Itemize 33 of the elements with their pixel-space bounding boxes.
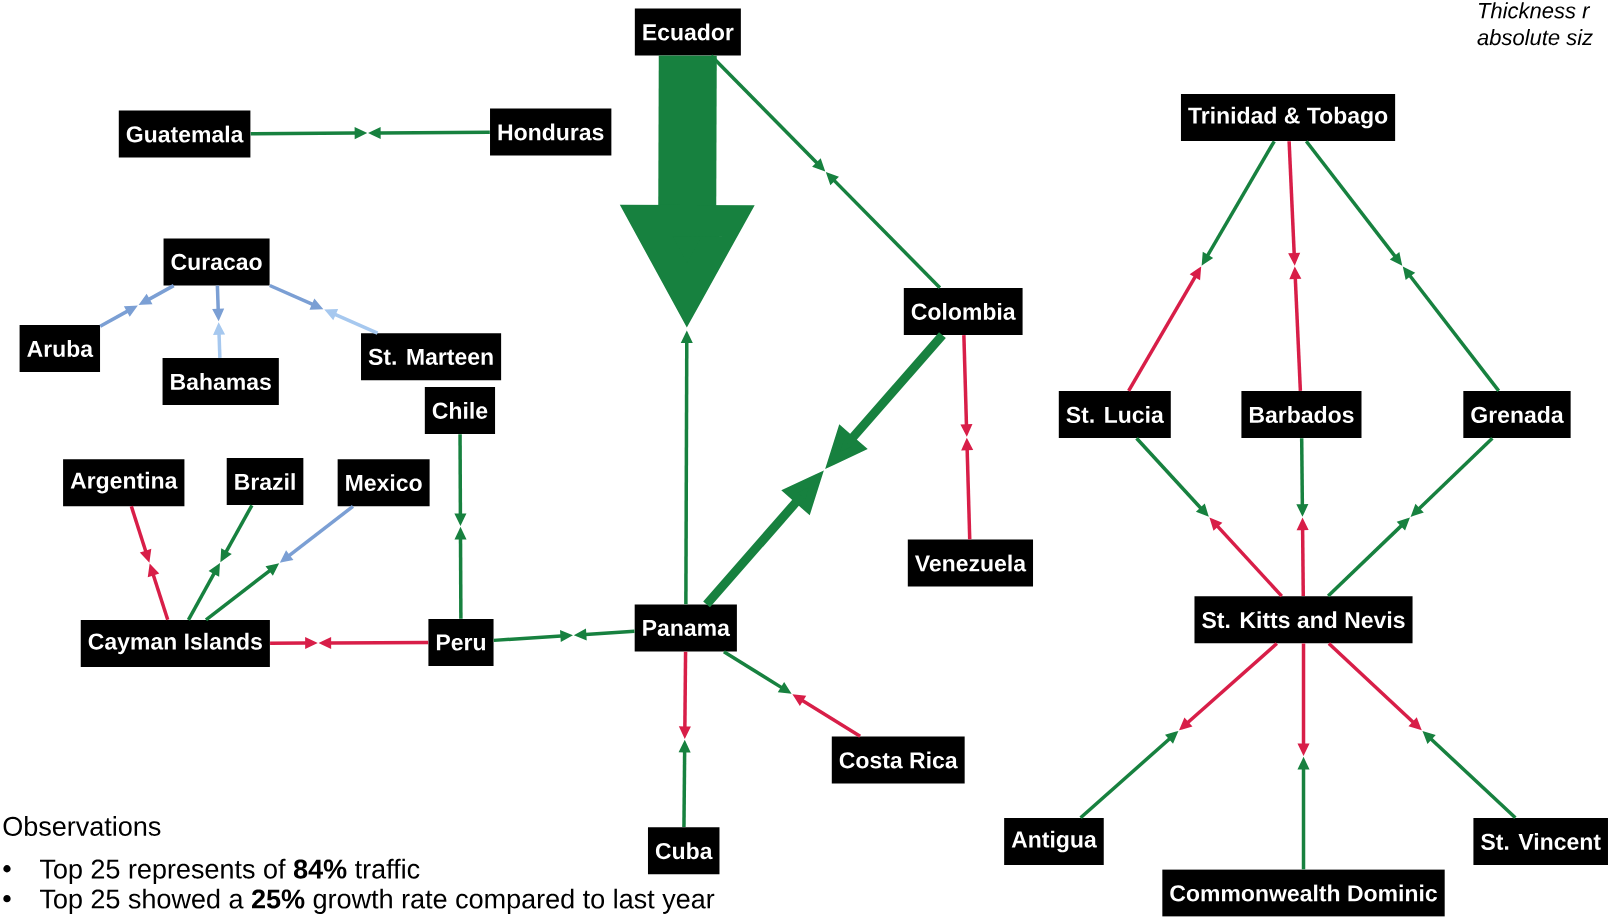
country-label: Cuba: [648, 827, 720, 875]
bullet-item: Top 25 represents of 84% traffic: [40, 858, 420, 885]
country-label: St. Kitts and Nevis: [1194, 596, 1413, 644]
bullet-item: Top 25 showed a 25% growth rate compared to last year: [40, 888, 715, 914]
country-label: Venezuela: [907, 539, 1034, 587]
country-label: Panama: [634, 604, 737, 652]
country-label: Antigua: [1004, 818, 1104, 866]
country-label: Bahamas: [162, 358, 279, 406]
notes-heading: Observations: [3, 816, 161, 837]
country-label: Argentina: [63, 459, 185, 507]
country-label: St. Lucia: [1058, 391, 1171, 439]
country-label: Curacao: [163, 238, 270, 286]
country-label: Mexico: [337, 459, 430, 507]
country-label: Guatemala: [118, 110, 251, 158]
country-label: Cayman Islands: [80, 620, 270, 668]
country-label: Ecuador: [634, 8, 741, 56]
legend-note: Thickness r: [1478, 2, 1591, 19]
country-label: Colombia: [903, 288, 1023, 336]
country-label: Grenada: [1463, 391, 1571, 439]
country-label: Commonwealth Dominic: [1162, 869, 1445, 917]
country-label: Barbados: [1241, 391, 1362, 439]
country-label: Chile: [424, 387, 496, 435]
country-label: Trinidad & Tobago: [1180, 94, 1396, 142]
bullet: •: [3, 895, 11, 903]
country-label: Brazil: [226, 458, 304, 506]
bullet: •: [3, 865, 11, 873]
legend-note: absolute siz: [1477, 29, 1593, 46]
country-label: Peru: [428, 619, 494, 667]
country-label: Costa Rica: [831, 736, 965, 784]
country-label: Aruba: [19, 325, 101, 373]
country-label: Honduras: [490, 108, 612, 156]
country-label: St. Marteen: [361, 333, 502, 381]
country-label: St. Vincent: [1473, 818, 1608, 866]
